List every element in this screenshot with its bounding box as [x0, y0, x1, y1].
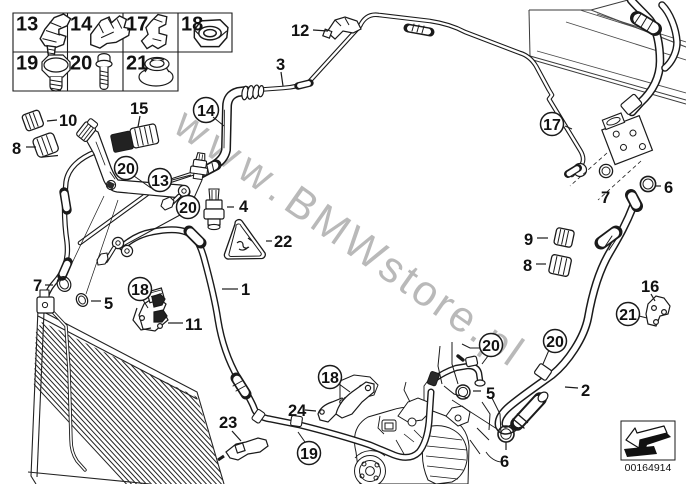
svg-text:7: 7	[601, 189, 610, 207]
svg-text:9: 9	[524, 231, 533, 249]
svg-text:24: 24	[288, 402, 307, 420]
svg-text:6: 6	[664, 179, 673, 197]
svg-text:1: 1	[241, 281, 250, 299]
svg-text:8: 8	[523, 257, 532, 275]
svg-text:20: 20	[179, 200, 197, 217]
svg-text:17: 17	[126, 14, 148, 36]
svg-text:20: 20	[482, 338, 500, 355]
svg-text:13: 13	[151, 173, 169, 190]
svg-text:20: 20	[546, 334, 564, 351]
svg-text:17: 17	[543, 117, 561, 134]
svg-text:7: 7	[33, 277, 42, 295]
svg-text:22: 22	[274, 233, 292, 251]
svg-text:21: 21	[619, 307, 637, 324]
svg-text:21: 21	[126, 53, 148, 75]
svg-text:14: 14	[70, 14, 93, 36]
svg-text:20: 20	[117, 161, 135, 178]
svg-text:14: 14	[197, 103, 215, 120]
svg-text:19: 19	[300, 446, 318, 463]
svg-text:20: 20	[70, 53, 92, 75]
svg-text:5: 5	[486, 385, 495, 403]
svg-text:3: 3	[276, 56, 285, 74]
svg-text:13: 13	[16, 14, 38, 36]
svg-text:12: 12	[291, 22, 309, 40]
svg-text:10: 10	[59, 112, 77, 130]
svg-text:11: 11	[185, 316, 202, 334]
svg-text:18: 18	[131, 282, 149, 299]
svg-text:18: 18	[181, 14, 203, 36]
svg-text:00164914: 00164914	[625, 462, 672, 474]
svg-text:8: 8	[12, 140, 21, 158]
svg-text:15: 15	[130, 100, 148, 118]
svg-text:16: 16	[641, 278, 659, 296]
svg-text:23: 23	[219, 414, 237, 432]
svg-text:19: 19	[16, 53, 38, 75]
svg-text:4: 4	[239, 198, 249, 216]
svg-text:2: 2	[581, 382, 590, 400]
svg-text:6: 6	[500, 453, 509, 471]
svg-text:5: 5	[104, 295, 113, 313]
svg-text:18: 18	[321, 370, 339, 387]
